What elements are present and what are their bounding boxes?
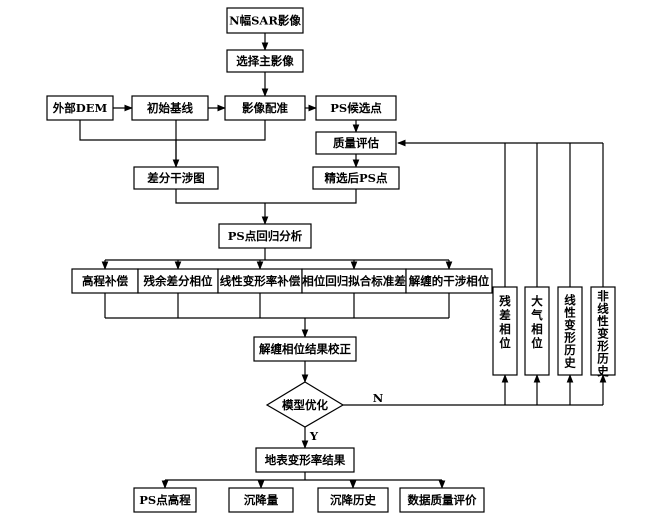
node-phase-regression-std-label: 相位回归拟合标准差 xyxy=(302,274,406,288)
node-residual-diff-phase: 残余差分相位 xyxy=(137,268,219,294)
node-registration-label: 影像配准 xyxy=(242,101,288,115)
node-linear-deformation-history: 线性变形历史 xyxy=(557,286,583,376)
node-initial-baseline-label: 初始基线 xyxy=(147,101,193,115)
edge-merge-top xyxy=(175,189,357,204)
node-select-master-label: 选择主影像 xyxy=(236,54,294,68)
node-subsidence-history-label: 沉降历史 xyxy=(330,493,376,507)
node-unwrapped-interf-phase: 解缠的干涉相位 xyxy=(405,268,493,294)
node-diff-interferogram: 差分干涉图 xyxy=(133,166,219,190)
edge-label-yes: Y xyxy=(309,429,319,443)
connectors xyxy=(79,33,607,489)
node-elevation-compensation: 高程补偿 xyxy=(71,268,139,294)
node-n-sar-label: N幅SAR影像 xyxy=(229,14,301,28)
node-subsidence-label: 沉降量 xyxy=(244,493,279,507)
node-n-sar: N幅SAR影像 xyxy=(226,7,304,34)
node-quality-assessment: 质量评估 xyxy=(315,131,397,155)
node-external-dem-label: 外部DEM xyxy=(52,101,108,115)
node-surface-rate-result: 地表变形率结果 xyxy=(255,447,355,473)
node-atmospheric-phase-label-text: 大气相位 xyxy=(530,294,543,350)
node-data-quality-label: 数据质量评价 xyxy=(408,493,477,507)
node-unwrap-correction: 解缠相位结果校正 xyxy=(253,336,357,362)
node-surface-rate-result-label: 地表变形率结果 xyxy=(265,453,346,467)
node-ps-regression: PS点回归分析 xyxy=(218,223,312,249)
node-phase-regression-std: 相位回归拟合标准差 xyxy=(301,268,407,294)
node-linear-rate-compensation: 线性变形率补偿 xyxy=(217,268,303,294)
node-residual-phase: 残差相位 xyxy=(492,286,518,376)
node-atmospheric-phase: 大气相位 xyxy=(524,286,550,376)
node-linear-deformation-history-label-text: 线性变形历史 xyxy=(564,293,576,370)
edge-registration-to-diff xyxy=(176,120,266,141)
node-ps-candidates: PS候选点 xyxy=(315,95,397,121)
node-linear-deformation-history-label: 线性变形历史 xyxy=(564,293,576,370)
node-residual-diff-phase-label: 残余差分相位 xyxy=(144,274,213,288)
node-select-master: 选择主影像 xyxy=(226,49,304,73)
node-residual-phase-label: 残差相位 xyxy=(499,294,511,350)
node-ps-elevation: PS点高程 xyxy=(133,487,197,513)
node-model-optimization-label: 模型优化 xyxy=(282,398,328,412)
node-subsidence: 沉降量 xyxy=(228,487,294,513)
node-ps-elevation-label: PS点高程 xyxy=(139,493,191,507)
node-diff-interferogram-label: 差分干涉图 xyxy=(147,171,205,185)
node-unwrapped-interf-phase-label: 解缠的干涉相位 xyxy=(409,274,490,288)
node-nonlinear-deformation-history-label-text: 非线性变形历史 xyxy=(597,289,609,378)
edge-label-no: N xyxy=(373,391,384,405)
node-ps-regression-label: PS点回归分析 xyxy=(228,229,303,243)
node-unwrap-correction-label: 解缠相位结果校正 xyxy=(259,342,351,356)
node-quality-assessment-label: 质量评估 xyxy=(333,136,379,150)
node-atmospheric-phase-label: 大气相位 xyxy=(530,294,543,350)
edge-dem-to-diff xyxy=(79,120,180,168)
node-elevation-compensation-label: 高程补偿 xyxy=(82,274,128,288)
node-registration: 影像配准 xyxy=(224,95,306,121)
node-subsidence-history: 沉降历史 xyxy=(317,487,389,513)
node-nonlinear-deformation-history: 非线性变形历史 xyxy=(590,286,616,378)
node-linear-rate-compensation-label: 线性变形率补偿 xyxy=(220,274,301,288)
node-data-quality: 数据质量评价 xyxy=(399,487,485,513)
node-model-optimization: 模型优化 xyxy=(265,381,345,428)
node-initial-baseline: 初始基线 xyxy=(131,95,209,121)
node-residual-phase-label-text: 残差相位 xyxy=(499,294,511,350)
node-nonlinear-deformation-history-label: 非线性变形历史 xyxy=(597,289,609,378)
node-selected-ps-label: 精选后PS点 xyxy=(325,171,388,185)
node-selected-ps: 精选后PS点 xyxy=(312,166,400,190)
node-external-dem: 外部DEM xyxy=(46,95,114,121)
node-ps-candidates-label: PS候选点 xyxy=(330,101,382,115)
